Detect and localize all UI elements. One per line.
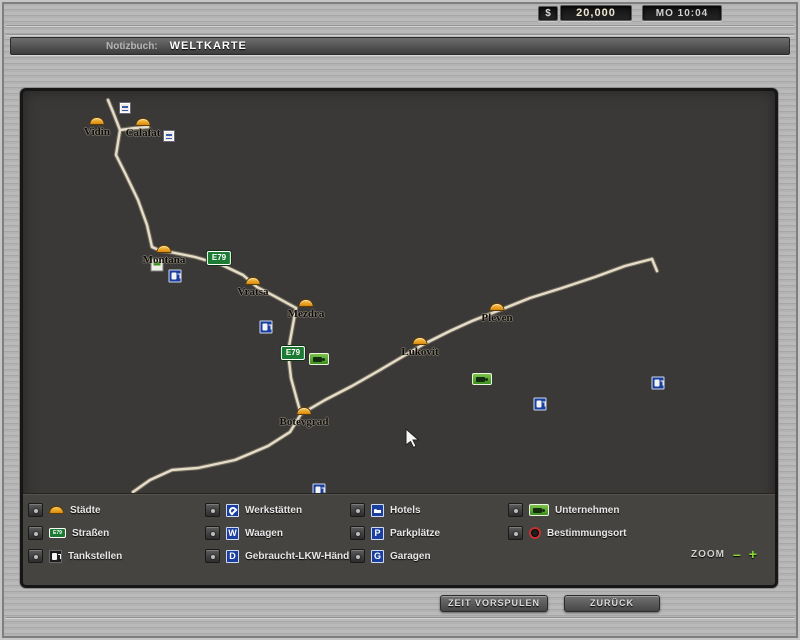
legend-label: Garagen (390, 550, 431, 562)
legend-company-icon (529, 504, 549, 516)
legend-checkbox[interactable] (350, 549, 365, 563)
legend-checkbox[interactable] (28, 503, 43, 517)
legend-label: Werkstätten (245, 504, 303, 516)
legend-item: Städte (28, 502, 101, 518)
city-marker[interactable] (135, 118, 151, 126)
fuel-icon (259, 320, 273, 334)
legend-tools-icon (226, 503, 239, 517)
legend-hotel-icon (371, 503, 384, 517)
city-label: Mezdra (287, 308, 325, 320)
legend-checkbox[interactable] (508, 503, 523, 517)
zoom-in-button[interactable]: + (748, 546, 757, 562)
legend-item: E79 Straßen (28, 525, 109, 541)
route-sign: E79 (280, 346, 306, 360)
legend-item: D Gebraucht-LKW-Händ (205, 548, 349, 564)
legend-item: P Parkplätze (350, 525, 440, 541)
legend-letter-icon: D (226, 549, 239, 563)
legend-label: Unternehmen (555, 504, 620, 516)
legend-checkbox[interactable] (28, 549, 43, 563)
fuel-icon (651, 376, 665, 390)
zoom-label: ZOOM (691, 548, 725, 560)
legend-label: Waagen (245, 527, 283, 539)
fast-forward-button[interactable]: ZEIT VORSPULEN (440, 595, 548, 612)
legend-checkbox[interactable] (205, 526, 220, 540)
legend-checkbox[interactable] (28, 526, 43, 540)
whitesign-icon (163, 130, 175, 142)
company-icon (472, 373, 492, 385)
legend-label: Straßen (72, 527, 110, 539)
zoom-control: ZOOM – + (691, 546, 757, 562)
divider (6, 25, 794, 27)
legend-checkbox[interactable] (205, 549, 220, 563)
divider (6, 617, 794, 619)
legend-item: W Waagen (205, 525, 283, 541)
legend-item: Unternehmen (508, 502, 619, 518)
money-display: 20,000 (560, 5, 632, 21)
legend-item: Bestimmungsort (508, 525, 626, 541)
legend-label: Tankstellen (68, 550, 123, 562)
back-button[interactable]: ZURÜCK (564, 595, 660, 612)
city-marker[interactable] (156, 245, 172, 253)
divider (6, 34, 794, 36)
road-segment (299, 257, 654, 416)
legend-label: Gebraucht-LKW-Händ (245, 550, 350, 562)
city-marker[interactable] (296, 407, 312, 415)
legend-label: Parkplätze (390, 527, 441, 539)
currency-icon: $ (538, 6, 558, 21)
page-title: WELTKARTE (169, 40, 247, 52)
legend-checkbox[interactable] (350, 526, 365, 540)
legend-checkbox[interactable] (350, 503, 365, 517)
legend-item: Werkstätten (205, 502, 302, 518)
route-sign: E79 (206, 251, 232, 265)
legend-item: G Garagen (350, 548, 431, 564)
legend-item: Hotels (350, 502, 421, 518)
city-label: Lukovit (401, 346, 439, 358)
city-label: Montana (142, 254, 186, 266)
city-label: Vratsa (237, 286, 269, 298)
legend-checkbox[interactable] (205, 503, 220, 517)
whitesign-icon (119, 102, 131, 114)
road-segment (650, 257, 659, 273)
road-segment (118, 125, 150, 132)
city-label: Pleven (481, 312, 513, 324)
city-label: Botevgrad (279, 416, 329, 428)
city-marker[interactable] (245, 277, 261, 285)
mouse-cursor-icon (405, 428, 420, 449)
notebook-label: Notizbuch: (106, 40, 158, 52)
header-bar: Notizbuch: WELTKARTE (10, 37, 790, 55)
legend-target-icon (529, 527, 541, 539)
time-display: MO 10:04 (642, 5, 722, 21)
city-label: Calafat (125, 127, 161, 139)
legend-pumpdark-icon (49, 549, 62, 563)
legend-letter-icon: G (371, 549, 384, 563)
legend-road-icon: E79 (49, 528, 66, 538)
legend-checkbox[interactable] (508, 526, 523, 540)
fuel-icon (168, 269, 182, 283)
city-marker[interactable] (298, 299, 314, 307)
legend-label: Städte (70, 504, 101, 516)
legend-letter-icon: W (226, 526, 239, 540)
legend-city-icon (49, 506, 64, 514)
city-label: Vidin (84, 126, 110, 138)
company-icon (309, 353, 329, 365)
legend-letter-icon: P (371, 526, 384, 540)
city-marker[interactable] (89, 117, 105, 125)
city-marker[interactable] (489, 303, 505, 311)
legend-item: Tankstellen (28, 548, 122, 564)
city-marker[interactable] (412, 337, 428, 345)
legend-label: Hotels (390, 504, 421, 516)
fuel-icon (533, 397, 547, 411)
service-icon (150, 258, 164, 272)
zoom-out-button[interactable]: – (733, 546, 741, 562)
legend-label: Bestimmungsort (547, 527, 627, 539)
